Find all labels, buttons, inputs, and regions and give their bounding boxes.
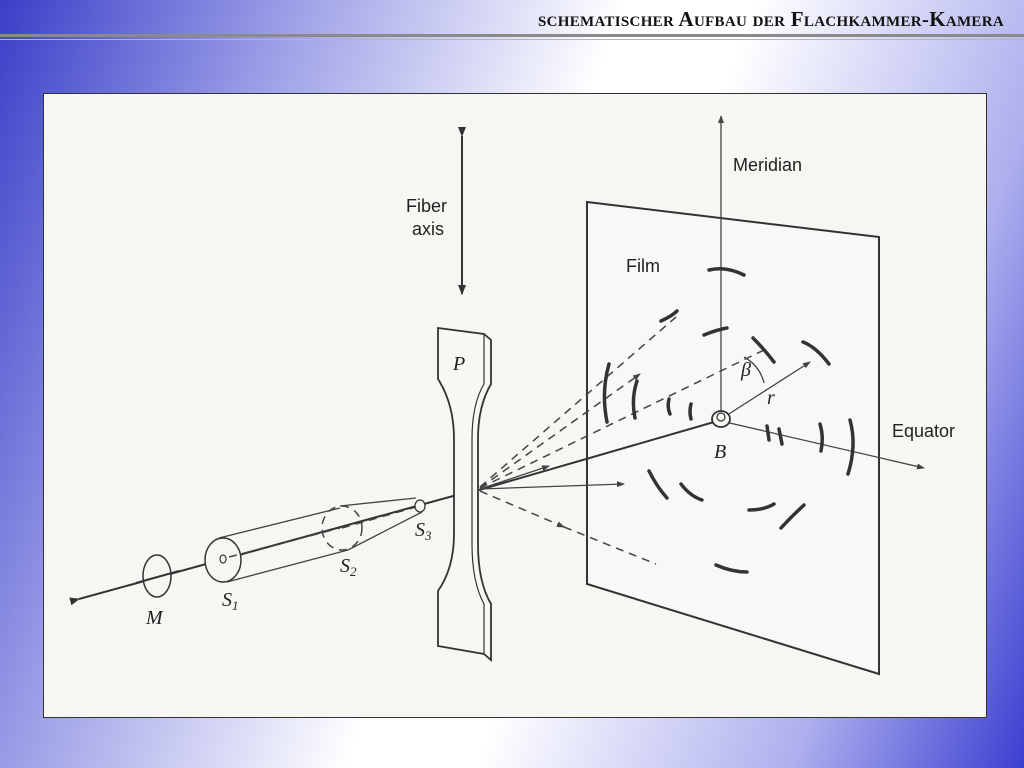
fiber-axis-label-2: axis (412, 219, 444, 239)
slit3-label: S3 (415, 519, 432, 543)
meridian-label: Meridian (733, 155, 802, 175)
collimator-cone (339, 497, 426, 551)
equator-label: Equator (892, 421, 955, 441)
slit1-label: S1 (222, 589, 239, 613)
flat-camera-diagram: Fiber axis Film Meridian Equator M S1 (69, 115, 955, 676)
diffraction-arcs (602, 267, 855, 574)
radius-label: r (767, 387, 775, 409)
monochromator (142, 554, 172, 598)
collimator-tube (204, 505, 363, 583)
film-label: Film (626, 256, 660, 276)
angle-label: β (740, 359, 751, 381)
beam-stop (711, 410, 731, 428)
title-rule (0, 34, 1024, 37)
beam-stop-label: B (714, 441, 726, 463)
diagram-frame: Fiber axis Film Meridian Equator M S1 (43, 93, 987, 718)
monochromator-label: M (145, 607, 164, 629)
diffracted-rays (479, 316, 811, 565)
title-rule-thin (0, 39, 1024, 40)
sample-specimen (437, 326, 492, 662)
angle-arc (743, 356, 765, 384)
slit2-label: S2 (340, 555, 357, 579)
slide-title: schematischer Aufbau der Flachkammer-Kam… (537, 7, 1004, 31)
sample-label: P (452, 353, 465, 375)
fiber-axis-label-1: Fiber (406, 196, 447, 216)
